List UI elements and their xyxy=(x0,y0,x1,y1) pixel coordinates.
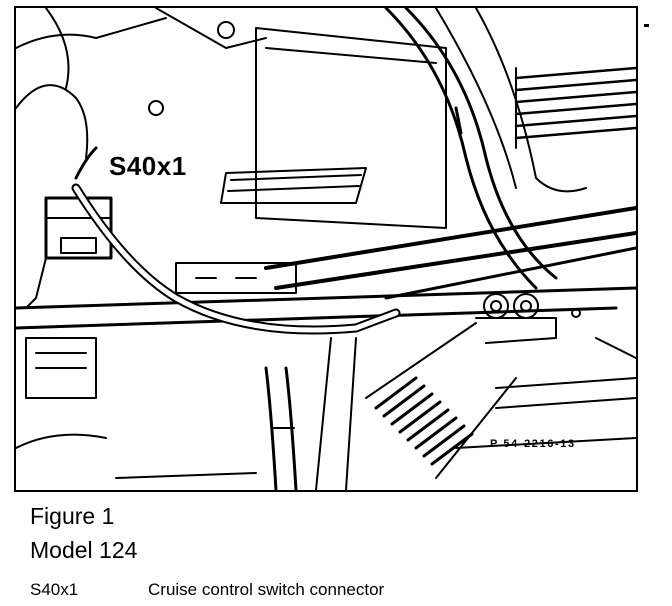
legend-description: Cruise control switch connector xyxy=(148,580,385,599)
stray-print-mark xyxy=(644,24,649,27)
figure-illustration-frame: S40x1 P 54-2216-13 xyxy=(14,6,638,492)
engine-bay-line-drawing xyxy=(16,8,636,490)
figure-caption-model: Model 124 xyxy=(30,537,138,563)
legend-code: S40x1 xyxy=(30,580,79,599)
figure-caption-title: Figure 1 xyxy=(30,503,115,529)
figure-reference-code: P 54-2216-13 xyxy=(490,438,576,450)
connector-callout-label: S40x1 xyxy=(109,151,187,181)
